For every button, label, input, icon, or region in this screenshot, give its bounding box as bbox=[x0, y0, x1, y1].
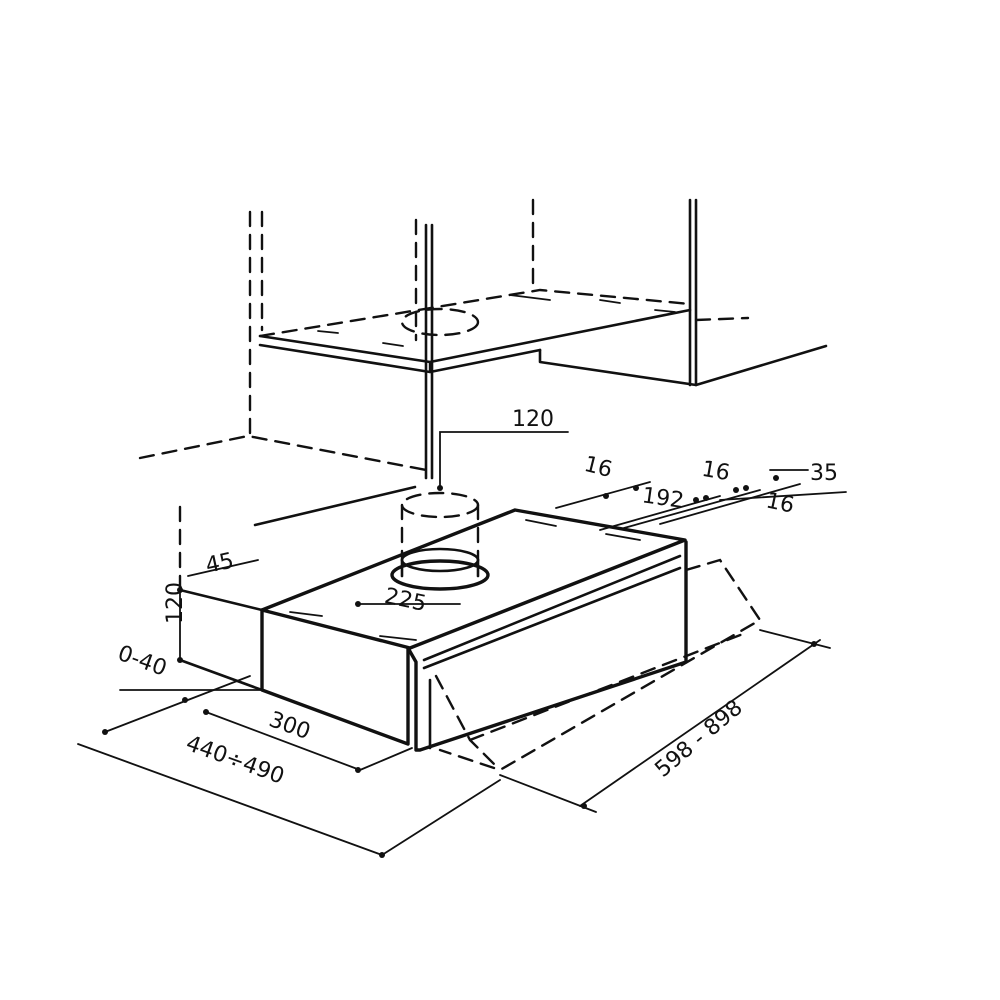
range-hood-body bbox=[178, 498, 688, 752]
label-rear-35: 35 bbox=[810, 461, 838, 486]
dimension-lines bbox=[77, 431, 847, 858]
label-side-height: 120 bbox=[163, 582, 188, 624]
label-width: 598 - 898 bbox=[651, 695, 748, 782]
wall-outline bbox=[138, 434, 428, 527]
label-rear-192: 192 bbox=[640, 483, 685, 514]
label-depth-total: 440÷490 bbox=[183, 731, 288, 790]
duct-collar bbox=[390, 491, 490, 591]
label-front-offset: 45 bbox=[203, 548, 236, 578]
label-rear-16-b: 16 bbox=[700, 457, 732, 486]
label-duct-height: 120 bbox=[512, 407, 554, 432]
extended-visor bbox=[434, 558, 762, 772]
label-wall-gap: 0-40 bbox=[114, 641, 169, 682]
label-rear-16-c: 16 bbox=[764, 488, 797, 518]
label-depth-inner: 300 bbox=[266, 707, 314, 745]
label-rear-16-a: 16 bbox=[582, 452, 615, 483]
wall-cabinet bbox=[248, 198, 828, 480]
